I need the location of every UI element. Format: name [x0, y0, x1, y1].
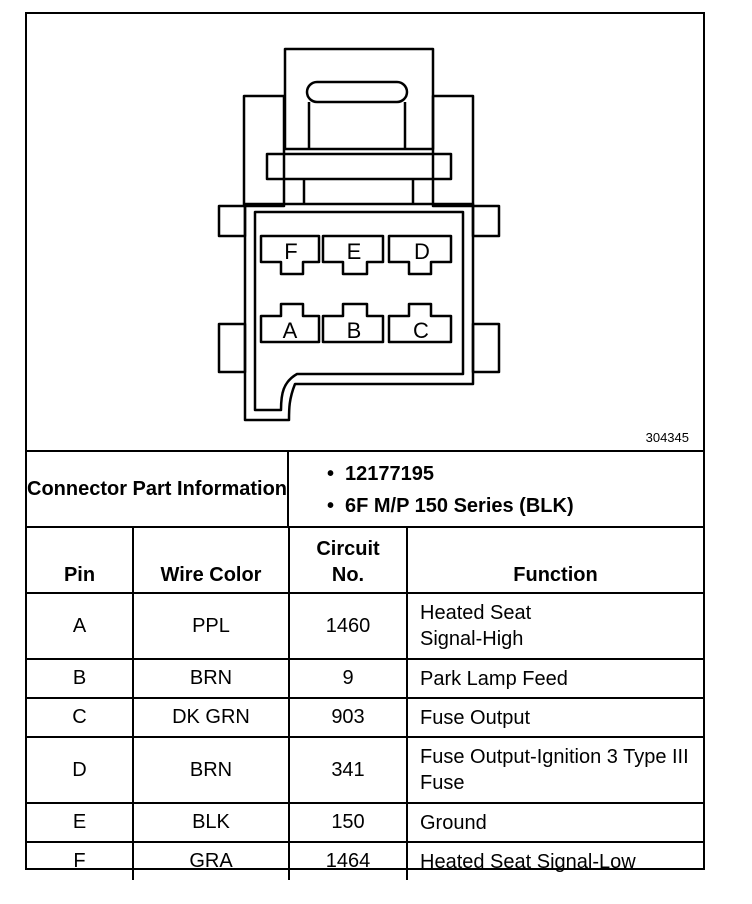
function-cell: Park Lamp Feed: [406, 658, 703, 699]
table-row: F GRA 1464 Heated Seat Signal-Low: [27, 841, 703, 880]
pin-label-C: C: [413, 318, 429, 343]
header-pin: Pin: [27, 526, 134, 594]
connector-info-label: Connector Part Information: [27, 452, 289, 526]
table-row: C DK GRN 903 Fuse Output: [27, 697, 703, 738]
wire-color-cell: DK GRN: [132, 697, 290, 738]
pin-cell: F: [27, 841, 134, 880]
header-wire-color: Wire Color: [132, 526, 290, 594]
bullet-icon: •: [327, 495, 335, 517]
table-row: A PPL 1460 Heated Seat Signal-High: [27, 592, 703, 660]
pin-label-B: B: [347, 318, 362, 343]
connector-info-items: • 12177195 • 6F M/P 150 Series (BLK): [289, 452, 703, 526]
pin-label-D: D: [414, 239, 430, 264]
left-tab-lower: [217, 322, 247, 374]
collar: [265, 152, 453, 181]
figure-id: 304345: [645, 430, 689, 445]
left-tab-upper: [217, 204, 247, 238]
cavity-A: [259, 302, 321, 344]
cavity-D: [387, 234, 453, 276]
table-row: D BRN 341 Fuse Output-Ignition 3 Type II…: [27, 736, 703, 804]
table-row: B BRN 9 Park Lamp Feed: [27, 658, 703, 699]
circuit-cell: 1464: [288, 841, 408, 880]
connector-drawing: F E D A B C: [217, 47, 501, 422]
wire-color-cell: BLK: [132, 802, 290, 843]
pin-cell: C: [27, 697, 134, 738]
pin-label-E: E: [347, 239, 362, 264]
circuit-cell: 1460: [288, 592, 408, 660]
pin-label-A: A: [283, 318, 298, 343]
series-description: 6F M/P 150 Series (BLK): [345, 495, 574, 517]
pin-cell: B: [27, 658, 134, 699]
pin-table: Pin Wire Color Circuit No. Function A PP…: [27, 526, 703, 880]
info-item: • 6F M/P 150 Series (BLK): [327, 490, 703, 522]
function-cell: Ground: [406, 802, 703, 843]
circuit-cell: 150: [288, 802, 408, 843]
header-function: Function: [406, 526, 703, 594]
info-item: • 12177195: [327, 458, 703, 490]
wire-color-cell: GRA: [132, 841, 290, 880]
wire-color-cell: BRN: [132, 736, 290, 804]
pin-cell: E: [27, 802, 134, 843]
function-cell: Fuse Output: [406, 697, 703, 738]
function-cell: Heated Seat Signal-High: [406, 592, 703, 660]
function-cell: Heated Seat Signal-Low: [406, 841, 703, 880]
circuit-cell: 903: [288, 697, 408, 738]
cavity-C: [387, 302, 453, 344]
part-number: 12177195: [345, 463, 434, 485]
table-header: Pin Wire Color Circuit No. Function: [27, 526, 703, 594]
connector-body: [243, 202, 475, 422]
right-tab-lower: [471, 322, 501, 374]
cavity-E: [321, 234, 385, 276]
header-circuit: Circuit No.: [288, 526, 408, 594]
pin-label-F: F: [284, 239, 297, 264]
latch-housing: [283, 47, 435, 151]
circuit-cell: 9: [288, 658, 408, 699]
latch-slot: [305, 80, 409, 104]
bullet-icon: •: [327, 463, 335, 485]
pin-cell: D: [27, 736, 134, 804]
left-shoulder: [242, 94, 286, 208]
wire-color-cell: BRN: [132, 658, 290, 699]
connector-info: Connector Part Information • 12177195 • 6F…: [27, 452, 703, 528]
wire-color-cell: PPL: [132, 592, 290, 660]
table-row: E BLK 150 Ground: [27, 802, 703, 843]
function-cell: Fuse Output-Ignition 3 Type III Fuse: [406, 736, 703, 804]
circuit-cell: 341: [288, 736, 408, 804]
connector-figure: F E D A B C 304345: [27, 14, 703, 452]
cavity-F: [259, 234, 321, 276]
cavity-B: [321, 302, 385, 344]
right-tab-upper: [471, 204, 501, 238]
right-shoulder: [431, 94, 475, 208]
connector-diagram: F E D A B C 304345 Connector Part Inform…: [25, 12, 705, 880]
pin-cell: A: [27, 592, 134, 660]
